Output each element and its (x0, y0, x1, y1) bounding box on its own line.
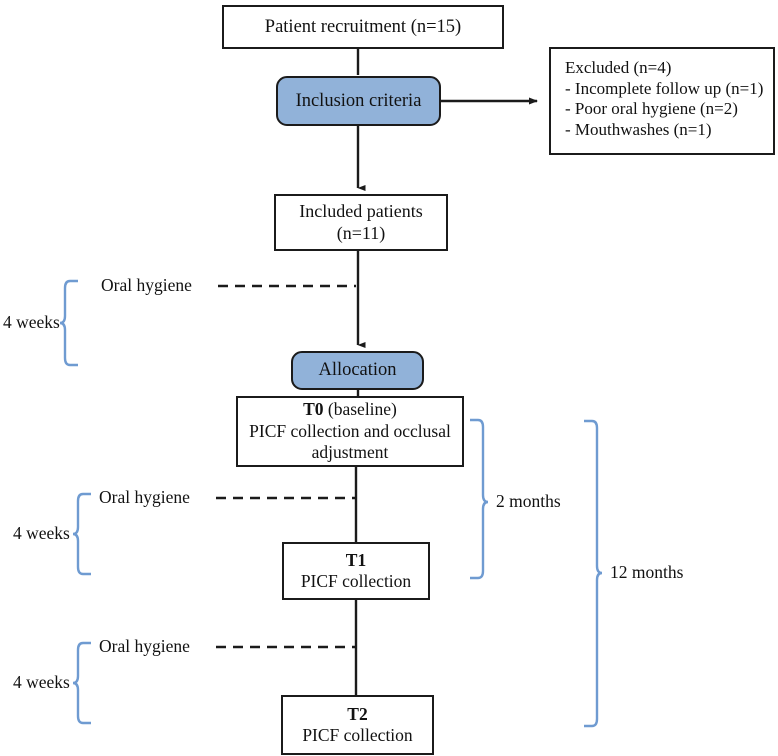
node-t1-bold: T1 (345, 549, 367, 570)
brace-four-weeks-1 (59, 279, 78, 367)
label-two-months: 2 months (496, 491, 561, 511)
node-included-patients-line1: Included patients (299, 200, 423, 221)
node-t0-bold: T0 (303, 399, 324, 420)
node-inclusion-criteria-label: Inclusion criteria (295, 90, 422, 111)
label-oral-hygiene-1: Oral hygiene (101, 275, 192, 295)
node-inclusion-criteria[interactable]: Inclusion criteria (276, 76, 441, 126)
node-patient-recruitment[interactable]: Patient recruitment (n=15) (222, 5, 504, 49)
node-t2-bold: T2 (347, 703, 368, 724)
node-allocation[interactable]: Allocation (291, 351, 424, 390)
label-four-weeks-3: 4 weeks (13, 672, 70, 692)
brace-four-weeks-2 (72, 492, 91, 576)
node-patient-recruitment-label: Patient recruitment (n=15) (264, 16, 462, 37)
node-t1[interactable]: T1 PICF collection (282, 542, 430, 600)
label-four-weeks-2: 4 weeks (13, 523, 70, 543)
node-t1-line2: PICF collection (300, 571, 412, 591)
label-four-weeks-1: 4 weeks (3, 312, 60, 332)
node-t0-line2: PICF collection and occlusal (249, 420, 451, 441)
brace-two-months (470, 418, 489, 580)
node-t0-rest: (baseline) (323, 399, 397, 420)
label-twelve-months: 12 months (610, 562, 684, 582)
node-allocation-label: Allocation (318, 360, 397, 381)
node-t2[interactable]: T2 PICF collection (281, 695, 434, 755)
node-t0[interactable]: T0 (baseline) PICF collection and occlus… (236, 396, 464, 467)
node-t0-line3: adjustment (311, 442, 389, 463)
node-included-patients[interactable]: Included patients (n=11) (274, 194, 448, 251)
node-excluded-item-1: - Poor oral hygiene (n=2) (565, 99, 738, 119)
node-excluded[interactable]: Excluded (n=4) - Incomplete follow up (n… (549, 47, 775, 155)
label-oral-hygiene-3: Oral hygiene (99, 636, 190, 656)
brace-twelve-months (584, 419, 603, 728)
node-t2-line2: PICF collection (302, 725, 413, 745)
brace-four-weeks-3 (72, 641, 91, 725)
node-excluded-item-0: - Incomplete follow up (n=1) (565, 78, 764, 98)
label-oral-hygiene-2: Oral hygiene (99, 487, 190, 507)
node-excluded-item-2: - Mouthwashes (n=1) (565, 120, 712, 140)
node-excluded-title: Excluded (n=4) (565, 58, 672, 77)
node-included-patients-line2: (n=11) (336, 222, 386, 243)
